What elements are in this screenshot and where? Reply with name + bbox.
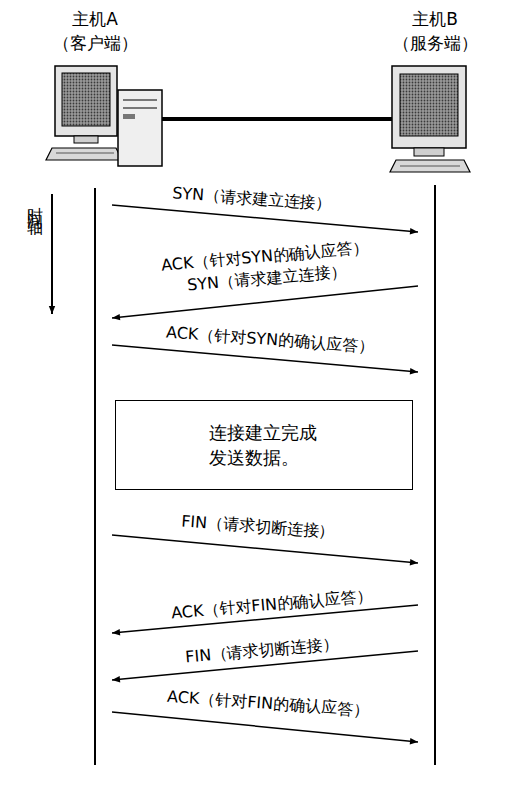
edge-label: ACK（针对FIN的确认应答） (170, 585, 373, 625)
edge-label: FIN（请求切断连接） (180, 510, 335, 543)
monitor-screen (400, 74, 458, 136)
network-cable (160, 117, 392, 121)
message-arrow (112, 712, 418, 742)
edge-label: ACK（针对SYN的确认应答） (165, 322, 374, 359)
drive-slot (123, 100, 157, 101)
edge-label: ACK（针对SYN的确认应答） SYN（请求建立连接） (159, 236, 373, 299)
tower-button (123, 114, 135, 119)
status-box: 连接建立完成 发送数据。 (115, 400, 413, 490)
monitor-screen (62, 73, 110, 126)
keyboard-keys (400, 166, 460, 167)
tower-case (118, 90, 162, 166)
monitor-stand (74, 136, 98, 143)
message-arrow (112, 205, 418, 232)
host-label: 主机A （客户端） (51, 8, 139, 56)
box-text: 连接建立完成 发送数据。 (209, 420, 319, 470)
keyboard-keys (56, 153, 114, 154)
message-arrow (112, 286, 418, 318)
host-label: 主机B （服务端） (391, 8, 479, 56)
host-column: 主机B （服务端） (418, 4, 452, 764)
time-axis-arrow (51, 194, 53, 314)
monitor-stand (414, 148, 444, 156)
keyboard (46, 148, 122, 160)
keyboard (390, 160, 470, 172)
axis-label: 时间轴 (24, 194, 45, 212)
monitor-case (392, 66, 466, 148)
message-arrow (112, 535, 418, 563)
drive-slot (123, 108, 157, 109)
host-column: 主机A （客户端） (78, 4, 112, 764)
monitor-case (55, 66, 117, 136)
lifeline (434, 185, 436, 765)
message-arrow (112, 345, 418, 372)
edge-label: FIN（请求切断连接） (184, 633, 339, 669)
edge-label: ACK（针对FIN的确认应答） (166, 686, 369, 722)
edge-label: SYN（请求建立连接） (171, 182, 332, 215)
message-arrow (112, 651, 418, 680)
message-arrow (112, 605, 418, 633)
lifeline (94, 188, 96, 765)
